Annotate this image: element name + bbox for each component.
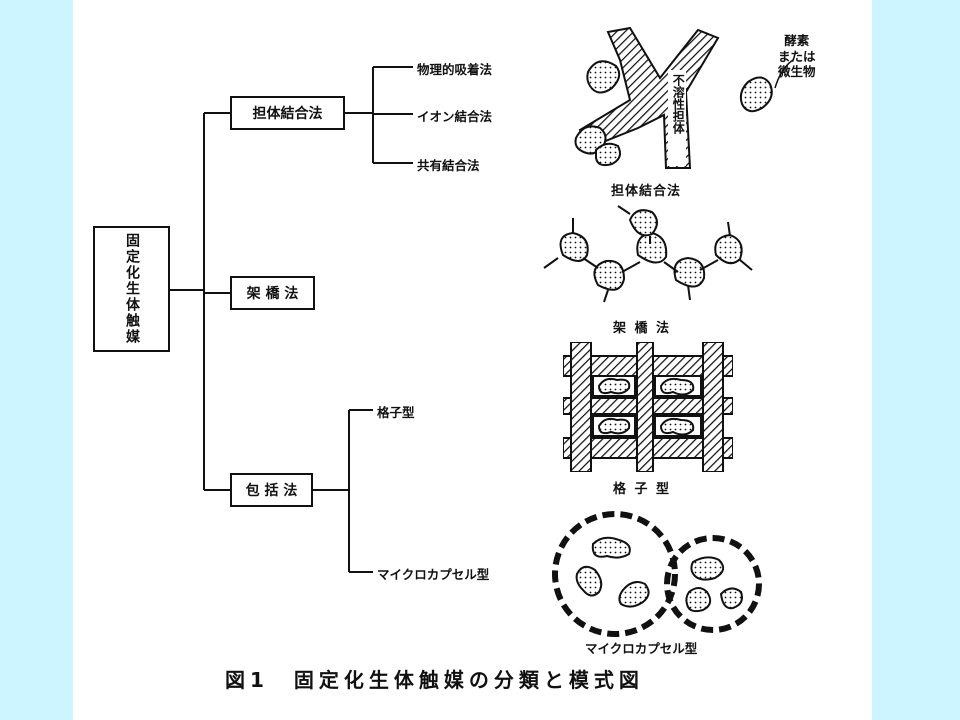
enzyme-label: 酵素 または 微生物 <box>778 33 816 80</box>
figure-caption: 図1 固定化生体触媒の分類と模式図 <box>225 668 644 692</box>
enzyme-blob <box>593 259 626 291</box>
enzyme-blob <box>618 581 650 608</box>
enzyme-blob <box>628 209 658 237</box>
carrier-label-bg <box>668 70 686 166</box>
enzyme-blob <box>559 231 589 262</box>
microcapsule-illustration <box>552 511 762 637</box>
branch-label-carrier: 担体結合法 <box>252 106 323 122</box>
crosslink-bridge <box>617 205 631 215</box>
enzyme-blob <box>714 233 743 265</box>
crosslink-bridge <box>663 261 679 273</box>
carrier-illustration <box>574 26 773 169</box>
branch-box-carrier: 担体結合法 <box>230 96 345 130</box>
enzyme-blob <box>685 587 712 613</box>
enzyme-blob <box>690 556 725 581</box>
lattice-caption: 格 子 型 <box>613 482 672 497</box>
lattice-bar <box>570 342 592 472</box>
leaf-lattice: 格子型 <box>377 405 415 420</box>
branch-box-entrapment: 包 括 法 <box>230 473 313 507</box>
root-label: 固定化生体触媒 <box>123 233 140 345</box>
enzyme-blob <box>597 417 631 435</box>
carrier-text: 不溶性担体 <box>671 74 686 134</box>
root-box: 固定化生体触媒 <box>93 226 170 352</box>
carrier-caption: 担体結合法 <box>611 184 682 199</box>
leaf-microcapsule: マイクロカプセル型 <box>377 567 490 582</box>
lattice-bar <box>702 342 724 472</box>
enzyme-leader-line <box>774 59 794 89</box>
leaf-ionic-binding: イオン結合法 <box>417 109 493 124</box>
enzyme-blob <box>597 377 631 395</box>
enzyme-blob <box>659 417 695 436</box>
crosslink-bridge <box>582 257 599 269</box>
figure-sheet: 固定化生体触媒 担体結合法 架 橋 法 包 括 法 物理的吸着法 イオン結合法 … <box>73 0 872 720</box>
enzyme-blob <box>575 565 603 597</box>
crosslink-bridge <box>603 289 609 303</box>
tree-connectors <box>170 66 413 573</box>
lattice-illustration <box>563 342 733 472</box>
microcapsule-caption: マイクロカプセル型 <box>585 641 698 656</box>
enzyme-blob <box>636 231 668 264</box>
enzyme-blob <box>719 587 743 610</box>
enzyme-blob <box>591 536 631 559</box>
branch-label-entrapment: 包 括 法 <box>245 483 298 499</box>
leaf-physical-adsorption: 物理的吸着法 <box>417 62 493 77</box>
crosslink-illustration <box>543 205 753 303</box>
crosslink-bridge <box>621 261 641 273</box>
capsule-membrane <box>552 511 678 637</box>
enzyme-blob <box>586 60 621 94</box>
crosslink-bridge <box>699 259 719 271</box>
enzyme-blob <box>673 256 706 288</box>
branch-box-crosslink: 架 橋 法 <box>230 276 315 310</box>
branch-label-crosslink: 架 橋 法 <box>246 286 299 302</box>
crosslink-bridge <box>739 259 753 271</box>
crosslink-bridge <box>727 221 731 237</box>
enzyme-blob <box>659 377 695 396</box>
enzyme-blob <box>739 76 773 113</box>
capsule-membrane <box>664 535 762 633</box>
enzyme-blob <box>595 142 621 167</box>
crosslink-bridge <box>687 284 691 301</box>
crosslink-bridge <box>543 257 559 269</box>
crosslink-caption: 架 橋 法 <box>613 321 672 336</box>
lattice-bar <box>636 342 654 472</box>
leaf-covalent-binding: 共有結合法 <box>417 158 480 173</box>
